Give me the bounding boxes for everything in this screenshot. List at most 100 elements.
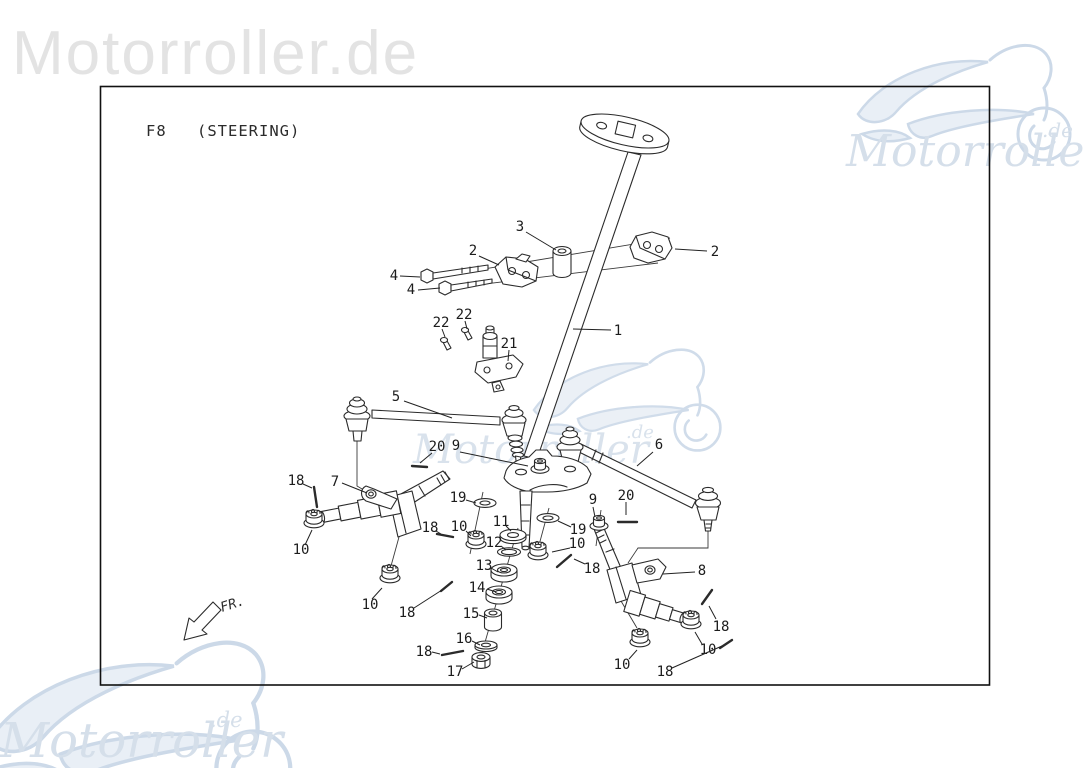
part-number-12: 12 — [486, 535, 503, 551]
steering-lock-bracket — [474, 325, 524, 393]
column-stack-nut-17 — [471, 652, 491, 669]
castle-nut — [680, 609, 702, 630]
part-number-4: 4 — [390, 268, 398, 284]
front-direction-label: FR. — [218, 593, 246, 616]
cotter-pin — [555, 553, 573, 569]
cotter-pin — [700, 588, 714, 606]
bracket-screw-left — [439, 336, 452, 351]
column-stack-washer-16 — [474, 640, 498, 653]
watermark-brand-text: Motorroller — [0, 713, 286, 768]
part-number-9: 9 — [452, 438, 460, 454]
castle-nut — [379, 563, 401, 584]
part-number-17: 17 — [447, 664, 464, 680]
part-number-14: 14 — [469, 580, 486, 596]
kingpin-nut-right — [589, 514, 609, 531]
callout-leader-18 — [431, 651, 441, 655]
watermark-brand-text: Motorroller — [845, 126, 1085, 177]
handlebar-holder-left — [494, 253, 539, 288]
steering-column-top-plate — [579, 113, 670, 155]
callout-leader-7 — [341, 482, 368, 494]
cotter-pin — [435, 532, 455, 539]
column-stack-washer-11 — [499, 528, 527, 545]
callout-leader-10 — [371, 587, 383, 600]
part-number-10: 10 — [569, 536, 586, 552]
cotter-pin — [410, 464, 429, 469]
callout-leader-10 — [465, 530, 472, 537]
part-number-19: 19 — [570, 522, 587, 538]
part-number-15: 15 — [463, 606, 480, 622]
callout-leader-13 — [490, 567, 499, 573]
callout-leader-10 — [551, 547, 571, 553]
part-number-18: 18 — [657, 664, 674, 680]
part-number-9: 9 — [589, 492, 597, 508]
callout-leader-22 — [464, 320, 468, 330]
watermark-top-left-text: Motorroller.de — [12, 19, 419, 88]
callout-leader-2 — [478, 255, 500, 266]
callout-leader-18 — [671, 645, 723, 669]
part-number-5: 5 — [392, 389, 400, 405]
watermark-top-left: Motorroller.de — [12, 19, 419, 88]
holder-bolt-upper — [420, 264, 489, 284]
cotter-pins — [312, 464, 734, 657]
watermark-domain-suffix: .de — [1042, 118, 1073, 142]
callout-leader-18 — [435, 530, 442, 535]
tie-rod-left — [343, 396, 527, 471]
callout-leader-16 — [471, 640, 481, 646]
cotter-pin — [440, 649, 465, 657]
part-number-10: 10 — [451, 519, 468, 535]
callout-leader-4 — [399, 275, 421, 278]
callout-leader-11 — [505, 525, 512, 532]
castle-nut — [303, 508, 325, 529]
part-number-18: 18 — [584, 561, 601, 577]
callout-leader-15 — [478, 614, 488, 619]
part-number-6: 6 — [655, 437, 663, 453]
callout-leader-2 — [674, 248, 708, 252]
part-number-7: 7 — [331, 474, 339, 490]
part-number-18: 18 — [399, 605, 416, 621]
callout-leader-18 — [708, 605, 717, 620]
callout-leader-22 — [441, 328, 446, 338]
callout-leader-5 — [403, 400, 453, 419]
callout-leader-6 — [636, 451, 654, 467]
part-number-4: 4 — [407, 282, 415, 298]
diagram-title: (STEERING) — [197, 122, 300, 140]
column-stack-bushing-15 — [483, 608, 503, 632]
cotter-pin — [439, 580, 454, 593]
castle-nut — [527, 540, 549, 561]
watermark-bottom-left: Motorroller .de — [0, 643, 290, 768]
watermark-top-right: Motorroller .de — [845, 43, 1085, 177]
part-number-18: 18 — [422, 520, 439, 536]
column-stack-bearing-14 — [485, 585, 513, 605]
part-number-11: 11 — [493, 514, 510, 530]
callout-leader-18 — [413, 589, 443, 609]
part-number-22: 22 — [433, 315, 450, 331]
callout-leader-10 — [694, 631, 703, 645]
callout-leader-20 — [419, 452, 433, 464]
steering-knuckle-left — [318, 470, 451, 538]
cotter-pin — [718, 638, 734, 650]
part-number-18: 18 — [713, 619, 730, 635]
castle-nut — [465, 529, 487, 550]
part-number-3: 3 — [516, 219, 524, 235]
part-number-20: 20 — [429, 439, 446, 455]
callout-leader-9 — [459, 451, 529, 467]
drawing-frame-border — [99, 85, 991, 686]
handlebar-holder-right — [629, 231, 673, 264]
part-number-18: 18 — [288, 473, 305, 489]
callout-leader-21 — [507, 349, 510, 362]
cotter-pin — [312, 485, 319, 509]
callout-leader-14 — [486, 588, 497, 593]
washer-right — [536, 513, 560, 523]
holder-bolt-lower — [438, 278, 493, 296]
callout-leader-18 — [302, 483, 313, 489]
column-bushing — [552, 245, 572, 279]
callout-leader-12 — [500, 545, 507, 551]
tie-rod-right — [556, 426, 722, 532]
steering-knuckle-right — [593, 525, 686, 624]
callout-leader-4 — [417, 287, 441, 291]
callout-leader-3 — [525, 231, 557, 251]
callout-leader-9 — [592, 506, 596, 518]
part-number-8: 8 — [698, 563, 706, 579]
